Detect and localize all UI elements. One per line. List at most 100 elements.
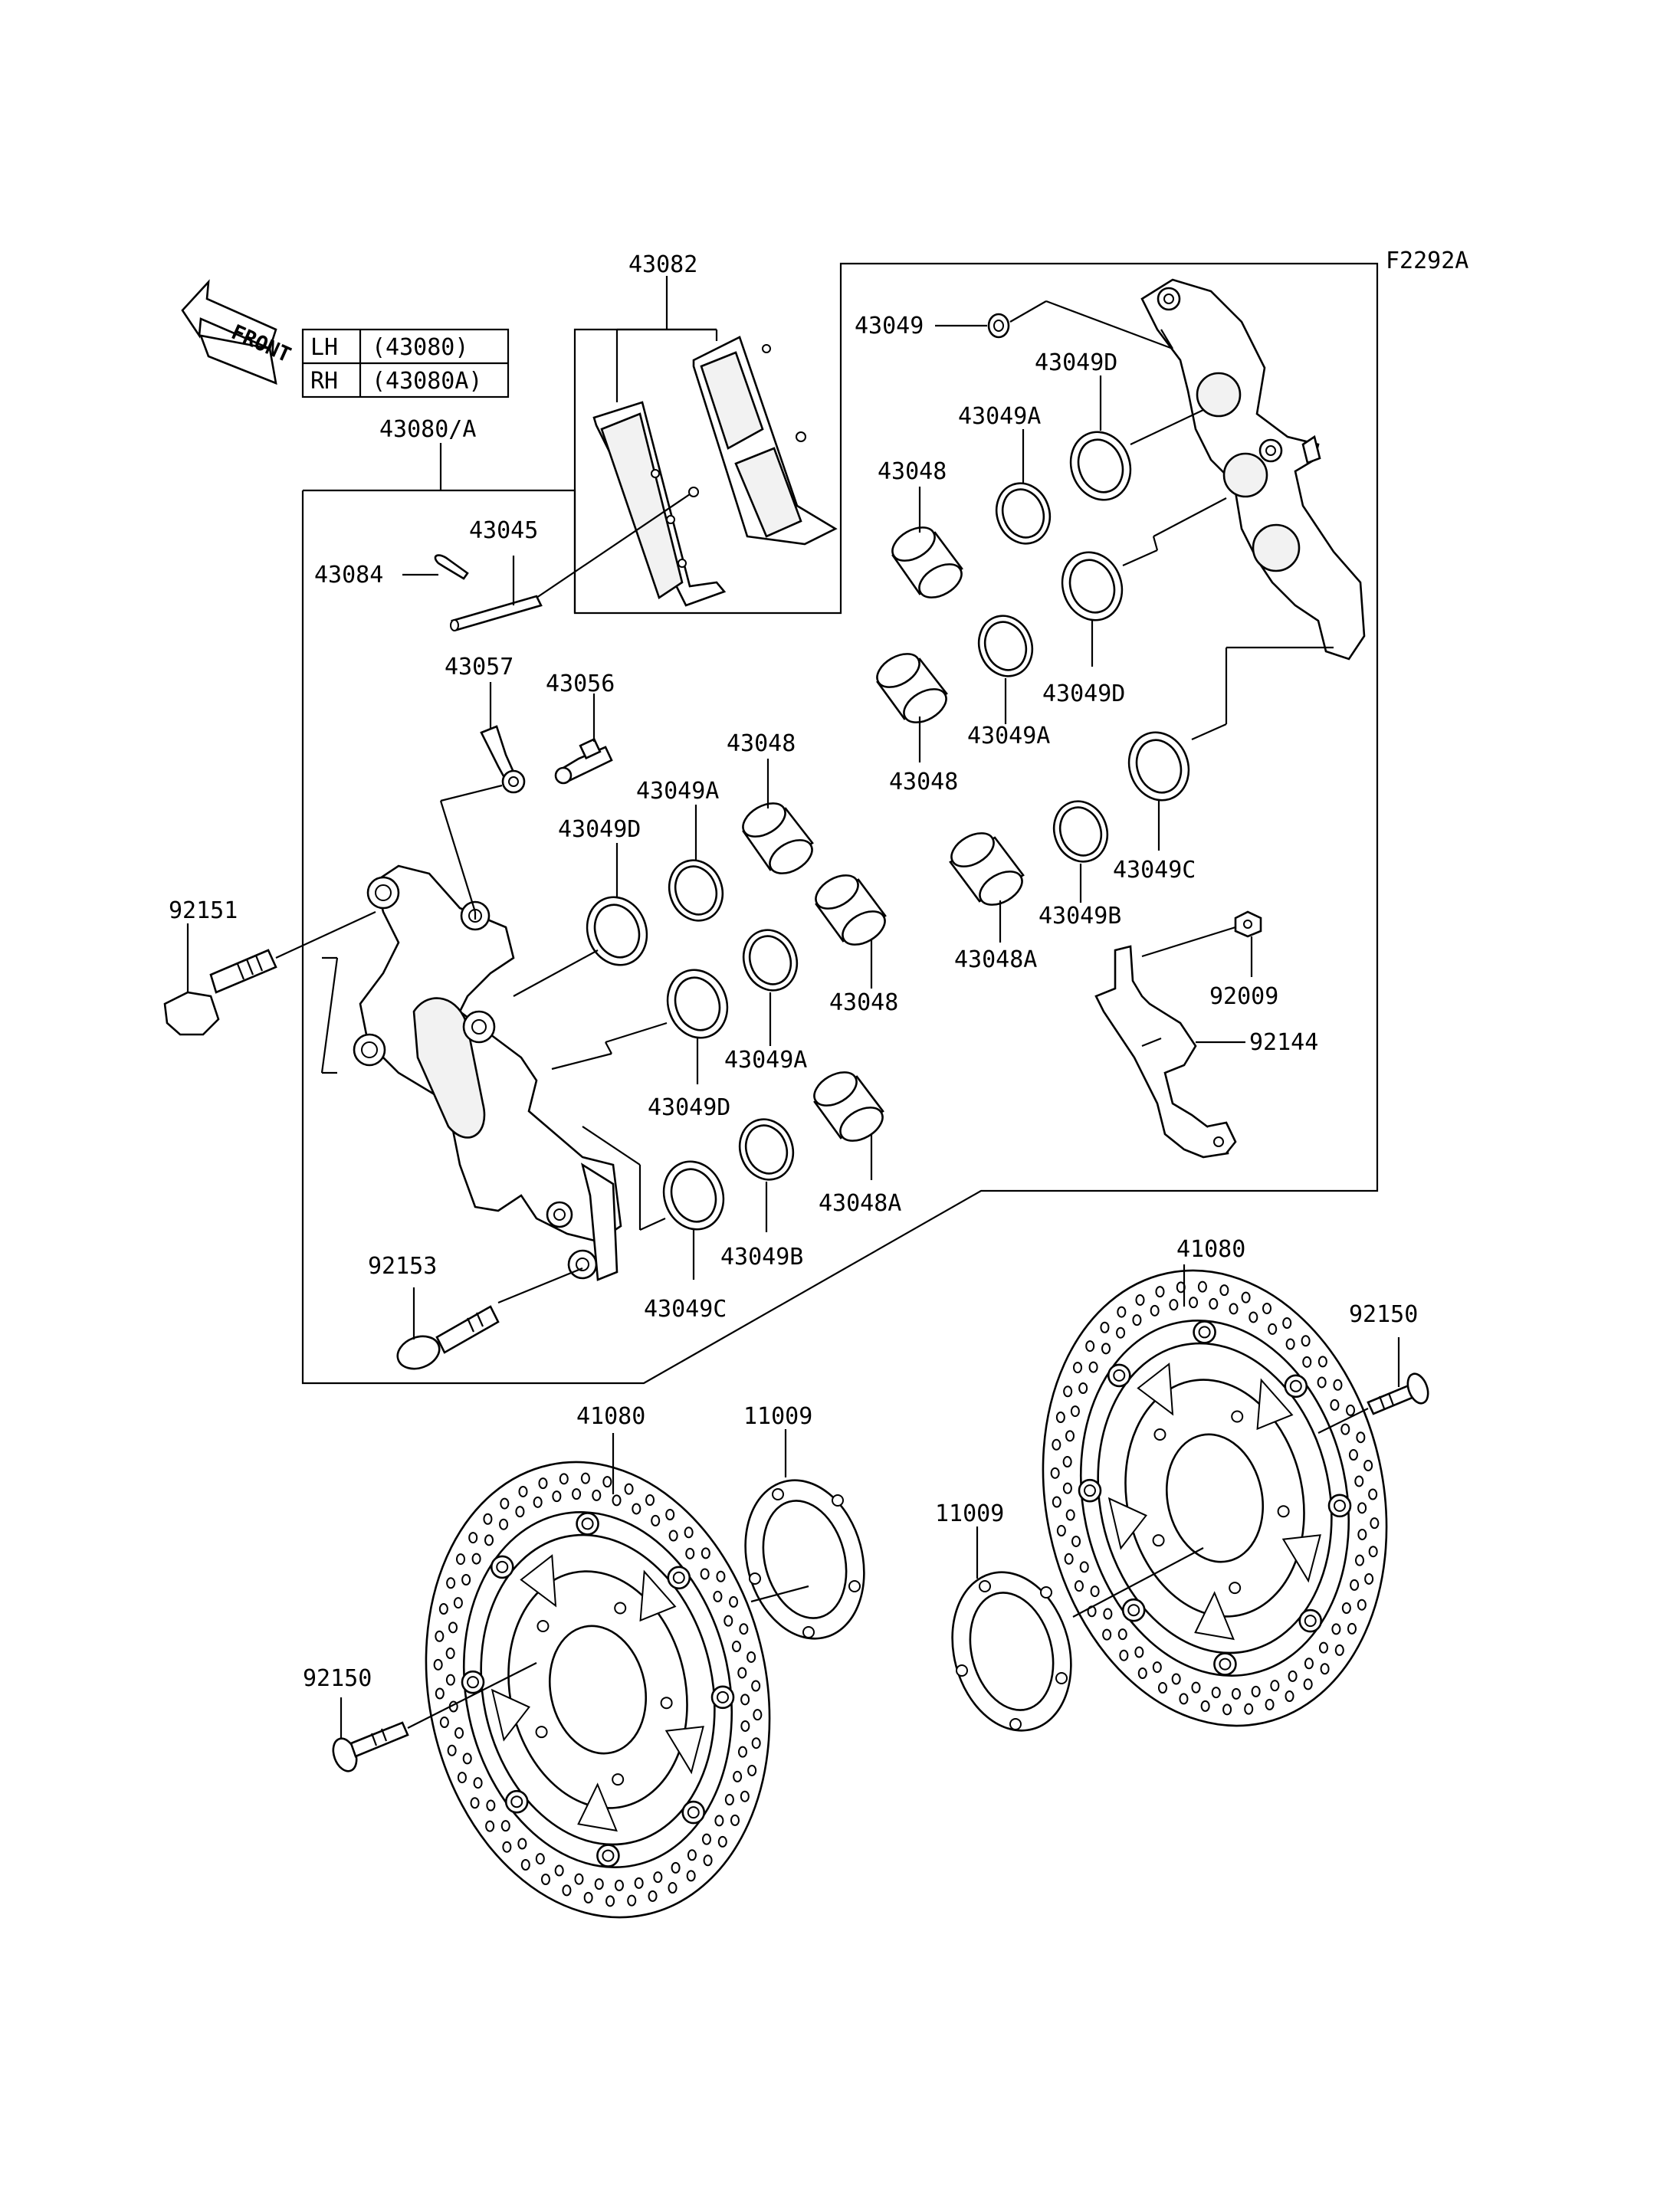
disc-float-button-hole: [687, 1806, 700, 1819]
disc-drill-hole: [668, 1530, 678, 1542]
disc-drill-hole: [627, 1894, 637, 1907]
callout-43049D: 43049D: [1042, 680, 1125, 707]
pad-pin: [450, 595, 543, 631]
disc-carrier-window: [639, 1569, 677, 1622]
disc-drill-hole: [724, 1794, 734, 1806]
disc-drill-hole: [701, 1547, 710, 1559]
disc-drill-hole: [520, 1858, 530, 1871]
disc-drill-hole: [612, 1494, 622, 1507]
piston-43048-mid: [815, 874, 887, 946]
disc-drill-hole: [1157, 1681, 1167, 1694]
disc-drill-hole: [746, 1651, 756, 1663]
disc-drill-hole: [1116, 1326, 1126, 1339]
disc-drill-hole: [462, 1753, 472, 1765]
disc-drill-hole: [1102, 1628, 1112, 1641]
disc-drill-hole: [515, 1506, 525, 1518]
disc-drill-hole: [457, 1772, 467, 1784]
disc-drill-hole: [1197, 1280, 1207, 1293]
disc-drill-hole: [634, 1877, 644, 1889]
disc-drill-hole: [1303, 1678, 1313, 1690]
disc-drill-hole: [1103, 1608, 1113, 1620]
disc-drill-hole: [484, 1534, 494, 1546]
brake-disc-left: [425, 1461, 771, 1919]
disc-drill-hole: [1078, 1382, 1088, 1394]
disc-drill-hole: [1063, 1385, 1073, 1398]
disc-drill-hole: [448, 1622, 458, 1634]
disc-drill-hole: [583, 1891, 593, 1904]
seal-ring-43049A-right-mid: [977, 615, 1034, 677]
callout-43049D: 43049D: [558, 816, 641, 843]
seal-ring-43049D-right-top: [1069, 431, 1132, 501]
disc-drill-hole: [552, 1490, 562, 1503]
bleeder-cap: [480, 725, 526, 794]
disc-drill-hole: [1090, 1585, 1100, 1598]
disc-drill-hole: [483, 1513, 493, 1525]
disc-float-button-hole: [717, 1690, 730, 1703]
disc-drill-hole: [500, 1497, 510, 1510]
disc-drill-hole: [1334, 1644, 1344, 1656]
disc-drill-hole: [1302, 1356, 1312, 1368]
disc-mount-hole: [612, 1773, 625, 1786]
callout-92153: 92153: [368, 1253, 437, 1280]
disc-drill-hole: [684, 1526, 694, 1539]
disc-drill-hole: [572, 1488, 582, 1500]
callout-43048: 43048: [727, 730, 796, 757]
seal-ring-43049D-left-mid: [666, 969, 729, 1039]
seal-ring-43049D-right-mid: [1061, 551, 1124, 621]
callout-43049A: 43049A: [958, 403, 1041, 430]
brake-pad-outer: [692, 336, 838, 546]
callout-41080: 41080: [1176, 1236, 1245, 1263]
disc-drill-hole: [747, 1764, 757, 1776]
disc-drill-hole: [753, 1709, 763, 1721]
callout-43049C: 43049C: [644, 1296, 727, 1323]
disc-drill-hole: [473, 1777, 483, 1789]
disc-drill-hole: [1169, 1299, 1179, 1311]
disc-drill-hole: [731, 1641, 741, 1653]
disc-drill-hole: [687, 1849, 697, 1861]
disc-drill-hole: [594, 1878, 604, 1890]
disc-drill-hole: [456, 1553, 466, 1566]
disc-drill-hole: [1363, 1459, 1373, 1471]
disc-hub-bore: [548, 1625, 648, 1755]
callout-11009: 11009: [935, 1500, 1004, 1527]
disc-drill-hole: [502, 1841, 512, 1853]
disc-drill-hole: [1152, 1661, 1162, 1674]
caliper-mount-bolt-upper: [163, 949, 277, 1036]
disc-drill-hole: [724, 1615, 733, 1627]
disc-drill-hole: [653, 1871, 663, 1884]
disc-drill-hole: [713, 1590, 723, 1602]
callout-92009: 92009: [1209, 983, 1278, 1010]
callout-92144: 92144: [1249, 1029, 1318, 1056]
disc-drill-hole: [454, 1726, 464, 1739]
disc-drill-hole: [533, 1496, 543, 1508]
disc-hub-bore: [1165, 1433, 1265, 1563]
disc-drill-hole: [518, 1485, 528, 1497]
disc-mount-hole: [536, 1619, 550, 1632]
bleeder-valve: [554, 737, 613, 785]
disc-drill-hole: [1304, 1658, 1314, 1670]
disc-drill-hole: [468, 1532, 478, 1544]
callout-43045: 43045: [469, 517, 538, 544]
disc-drill-hole: [433, 1658, 443, 1671]
seal-ring-43049D-left-upper: [586, 896, 648, 966]
legend-lh-part: (43080): [372, 334, 468, 361]
disc-drill-hole: [1100, 1321, 1110, 1333]
disc-mount-hole: [614, 1602, 627, 1615]
disc-shim-right: [951, 1571, 1072, 1732]
disc-float-button-hole: [581, 1517, 594, 1530]
disc-drill-hole: [438, 1603, 448, 1615]
caliper-cover: [1094, 945, 1237, 1159]
pad-pin-clip: [434, 554, 469, 580]
disc-drill-hole: [453, 1597, 463, 1609]
disc-float-button-hole: [1198, 1326, 1211, 1339]
callout-92151: 92151: [169, 897, 238, 924]
disc-drill-hole: [1348, 1449, 1358, 1461]
disc-drill-hole: [751, 1737, 761, 1749]
seal-ring-43049B-left: [738, 1118, 795, 1181]
disc-drill-hole: [1320, 1663, 1330, 1675]
seal-ring-43049A-left-mid: [742, 929, 799, 992]
disc-drill-hole: [1052, 1496, 1061, 1508]
disc-drill-hole: [1301, 1335, 1311, 1347]
disc-drill-hole: [1050, 1467, 1060, 1479]
